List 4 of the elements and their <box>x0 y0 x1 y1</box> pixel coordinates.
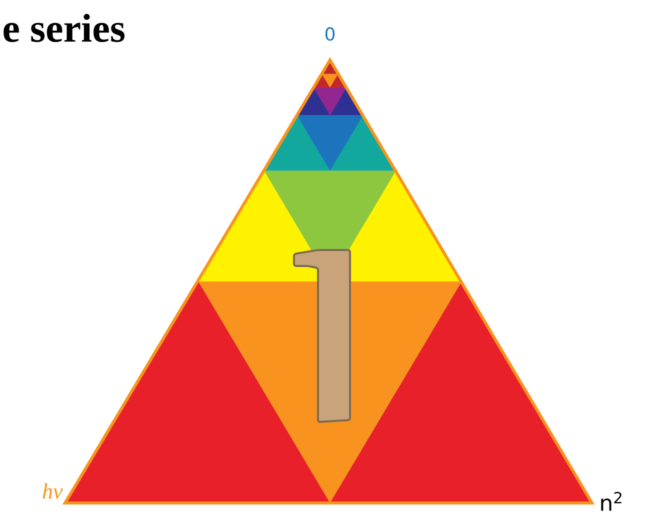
corner-label: n$^{2}$ <box>601 492 622 511</box>
corner-label: hν <box>42 483 63 499</box>
corner-label: 0 <box>325 27 335 41</box>
title: e series <box>4 14 124 42</box>
